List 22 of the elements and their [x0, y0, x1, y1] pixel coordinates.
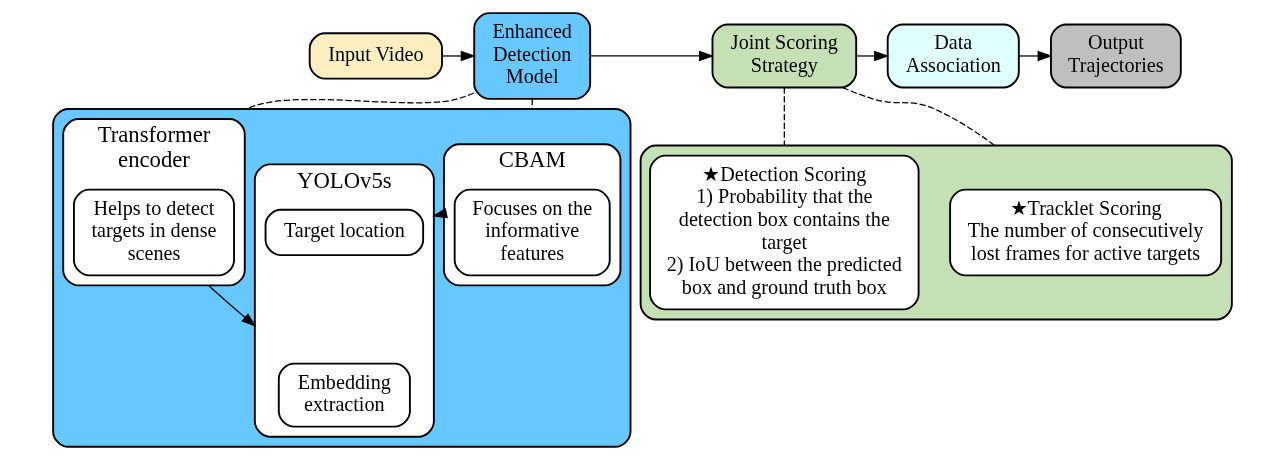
node-box: Focuses on the informative features — [453, 188, 611, 277]
arrow — [207, 284, 256, 327]
node-box: Helps to detect targets in dense scenes — [72, 188, 235, 277]
connector — [246, 92, 475, 110]
node-box: Input Video — [308, 32, 443, 80]
arrow — [1017, 50, 1053, 62]
node-box: Output Trajectories — [1049, 23, 1182, 89]
node-box: Enhanced Detection Model — [472, 12, 591, 100]
node-box: Target location — [264, 208, 424, 257]
node-box: ★Detection Scoring 1) Probability that the detection box contains the target 2) IoU between the predicted box and ground truth box — [648, 154, 920, 311]
node-box: Embedding extraction — [277, 362, 411, 428]
node-box: Joint Scoring Strategy — [711, 23, 857, 89]
cluster — [51, 108, 631, 448]
cluster — [639, 144, 1233, 321]
arrow — [441, 50, 476, 62]
arrow — [855, 50, 889, 62]
connector — [783, 86, 785, 147]
connector — [841, 86, 995, 147]
connector — [531, 98, 533, 110]
node-box: Data Association — [886, 23, 1020, 89]
arrow — [589, 50, 714, 62]
node-box: ★Tracklet Scoring The number of consecutively lost frames for active targets — [948, 188, 1222, 277]
